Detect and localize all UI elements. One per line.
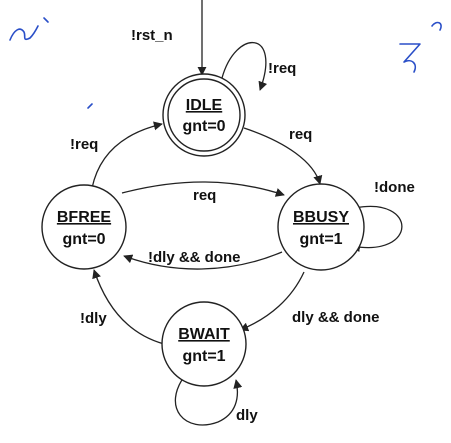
state-bwait: BWAIT gnt=1 (161, 301, 247, 387)
state-idle-output: gnt=0 (182, 118, 225, 135)
state-bbusy-circle (277, 183, 365, 271)
state-bwait-output: gnt=1 (182, 348, 225, 365)
bfree-to-bbusy-label: req (193, 187, 216, 204)
state-bbusy: BBUSY gnt=1 (277, 183, 365, 271)
idle-self-label: !req (268, 60, 296, 77)
state-bwait-name: BWAIT (178, 326, 230, 343)
state-idle: IDLE gnt=0 (162, 73, 246, 157)
bwait-self-label: dly (236, 407, 258, 424)
bbusy-self-label: !done (374, 179, 415, 196)
idle-to-bbusy-edge (243, 127, 323, 185)
state-bfree: BFREE gnt=0 (41, 184, 127, 270)
bbusy-self-loop (351, 205, 403, 252)
state-idle-name: IDLE (186, 97, 223, 114)
bfree-to-bbusy-edge (121, 181, 285, 197)
bbusy-to-bfree-edge (123, 251, 283, 270)
bwait-self-loop (174, 373, 243, 426)
handwritten-scribble (9, 17, 49, 41)
handwritten-scribble (431, 21, 442, 31)
handwritten-scribble (399, 43, 421, 73)
state-bbusy-output: gnt=1 (299, 231, 342, 248)
idle-to-bbusy-label: req (289, 126, 312, 143)
bbusy-to-bfree-label: !dly && done (148, 249, 241, 266)
handwritten-scribble (87, 103, 93, 109)
bwait-to-bfree-edge (92, 269, 165, 345)
state-idle-circle (167, 78, 241, 152)
bbusy-to-bwait-label: dly && done (292, 309, 380, 326)
bwait-to-bfree-label: !dly (80, 310, 107, 327)
bfree-to-idle-edge (91, 121, 163, 189)
state-bfree-name: BFREE (57, 209, 112, 226)
state-bfree-output: gnt=0 (62, 231, 105, 248)
state-bwait-circle (161, 301, 247, 387)
idle-self-loop (221, 41, 268, 91)
bfree-to-idle-label: !req (70, 136, 98, 153)
state-bfree-circle (41, 184, 127, 270)
reset-label: !rst_n (131, 27, 173, 44)
bbusy-to-bwait-edge (239, 271, 305, 332)
state-bbusy-name: BBUSY (293, 209, 349, 226)
